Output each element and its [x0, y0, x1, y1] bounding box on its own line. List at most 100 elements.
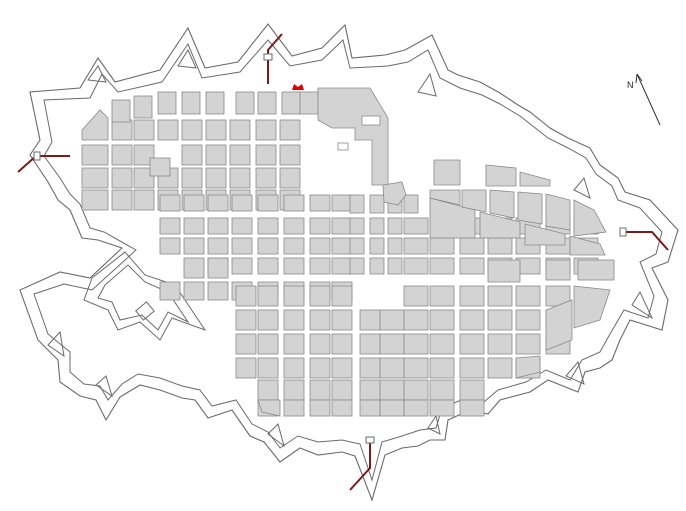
city-block: [429, 333, 455, 355]
city-block: [229, 144, 251, 166]
city-block: [81, 189, 109, 211]
city-block: [349, 257, 365, 275]
city-block: [279, 144, 301, 166]
north-arrow-head: [635, 73, 643, 84]
city-block: [403, 333, 429, 355]
city-block: [524, 223, 566, 246]
city-block: [459, 399, 485, 417]
city-block: [283, 379, 305, 401]
city-block: [229, 167, 251, 189]
city-block: [181, 119, 203, 141]
city-block: [111, 144, 133, 166]
city-block: [459, 333, 485, 355]
city-block: [283, 237, 305, 255]
city-block: [387, 217, 403, 235]
city-block: [157, 119, 179, 141]
city-block: [429, 309, 455, 331]
city-block: [331, 194, 353, 212]
city-block: [379, 309, 405, 331]
city-block: [257, 309, 279, 331]
city-block: [279, 119, 301, 141]
city-block: [545, 193, 571, 231]
city-block: [157, 91, 177, 115]
city-block: [309, 333, 331, 355]
city-block: [349, 194, 365, 214]
city-block: [283, 357, 305, 379]
city-block: [545, 259, 571, 281]
city-block: [257, 91, 277, 115]
city-block: [577, 259, 615, 281]
city-block: [515, 309, 541, 331]
city-block: [369, 217, 385, 235]
city-block: [81, 144, 109, 166]
west-gate-road: [17, 155, 70, 173]
city-block: [429, 379, 455, 401]
city-block: [331, 309, 353, 331]
city-block: [331, 257, 353, 275]
city-block: [519, 171, 551, 187]
city-block: [487, 357, 513, 379]
city-block: [369, 194, 385, 214]
city-block: [255, 144, 277, 166]
city-block: [207, 281, 229, 301]
city-block: [133, 167, 155, 189]
city-block: [489, 189, 515, 219]
city-block: [487, 309, 513, 331]
city-block: [207, 194, 229, 212]
city-block: [359, 379, 381, 401]
city-block: [181, 167, 203, 189]
city-block: [183, 217, 205, 235]
city-block: [283, 194, 305, 212]
city-block: [429, 257, 455, 275]
city-block: [331, 237, 353, 255]
east-gate: [619, 227, 627, 237]
city-block: [205, 144, 227, 166]
city-block: [283, 257, 305, 275]
ravelins: [47, 48, 654, 448]
city-block: [159, 281, 181, 301]
city-block: [183, 281, 205, 301]
city-block: [281, 91, 301, 115]
small-bastion: [382, 181, 407, 206]
city-block: [459, 285, 485, 307]
city-block: [207, 217, 229, 235]
city-block: [331, 357, 353, 379]
city-block: [459, 257, 485, 275]
city-block: [81, 109, 109, 141]
city-block: [205, 91, 225, 115]
city-block: [487, 333, 513, 355]
city-block: [309, 379, 331, 401]
city-block: [183, 237, 205, 255]
castle-block: [317, 87, 389, 186]
city-block: [255, 167, 277, 189]
city-block: [379, 357, 405, 379]
outer-fortification-wall: [19, 23, 679, 502]
city-block: [309, 217, 331, 235]
city-block: [111, 167, 133, 189]
castle-small-court: [337, 142, 349, 151]
city-block: [403, 285, 429, 307]
city-block: [403, 217, 429, 235]
city-block: [257, 217, 279, 235]
city-block: [515, 333, 541, 355]
city-block: [257, 357, 279, 379]
city-block: [235, 285, 257, 307]
city-block: [231, 257, 253, 275]
gate-markers: [33, 53, 627, 444]
city-block: [403, 357, 429, 379]
city-block: [133, 119, 155, 141]
city-block: [515, 285, 541, 307]
city-block: [181, 91, 201, 115]
city-block: [159, 217, 181, 235]
city-block: [159, 194, 181, 212]
castle-inner-court: [361, 115, 381, 126]
city-block: [257, 257, 279, 275]
city-block: [231, 237, 253, 255]
city-block: [235, 309, 257, 331]
city-block: [183, 257, 205, 279]
city-block: [369, 257, 385, 275]
city-block: [309, 237, 331, 255]
city-block: [283, 285, 305, 307]
city-block: [111, 119, 133, 141]
city-block: [331, 217, 353, 235]
